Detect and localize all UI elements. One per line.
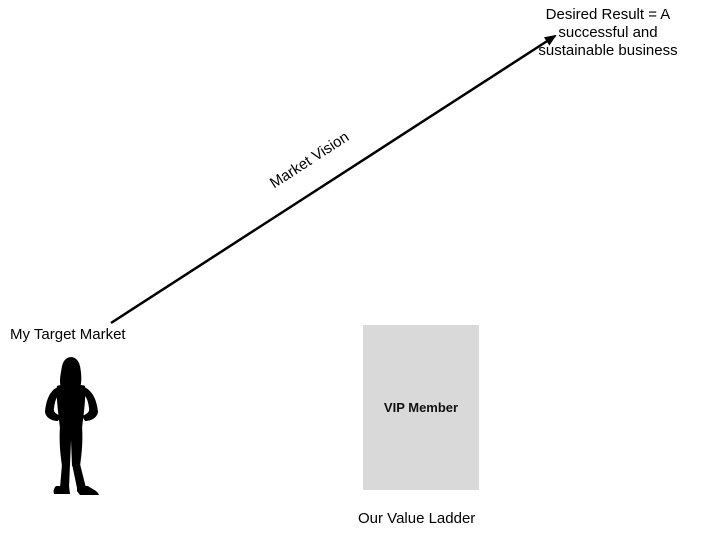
desired-result-line-2: successful and bbox=[558, 24, 658, 41]
market-vision-label: Market Vision bbox=[267, 128, 352, 192]
vip-member-label: VIP Member bbox=[383, 400, 459, 415]
desired-result-line-1: Desired Result = A bbox=[545, 6, 671, 23]
value-ladder-label: Our Value Ladder bbox=[358, 510, 476, 527]
market-vision-arrow bbox=[110, 34, 557, 325]
value-ladder-step-vip: VIP Member bbox=[363, 325, 479, 490]
desired-result-text: Desired Result = A successful and sustai… bbox=[528, 6, 688, 60]
person-silhouette-icon bbox=[45, 357, 99, 495]
desired-result-line-3: sustainable business bbox=[538, 42, 678, 59]
target-market-label: My Target Market bbox=[10, 326, 126, 343]
